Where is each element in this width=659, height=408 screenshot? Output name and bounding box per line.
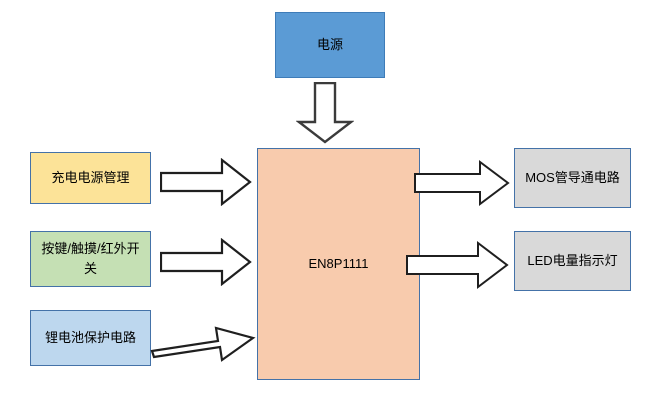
arrow-right-icon-mcu-to-led [406, 240, 510, 290]
block-mcu-label: EN8P1111 [308, 256, 369, 271]
arrow-right-icon-battery-to-mcu [150, 318, 256, 370]
block-power[interactable]: 电源 [275, 12, 385, 78]
block-charge-management[interactable]: 充电电源管理 [30, 152, 151, 204]
arrow-down-icon-power-to-mcu [295, 81, 355, 144]
block-power-label: 电源 [316, 37, 343, 52]
block-switch-input-label: 按键/触摸/红外开关 [41, 241, 140, 276]
block-mos-drive-label: MOS管导通电路 [525, 170, 620, 185]
arrow-right-icon-charge-to-mcu [159, 157, 252, 207]
block-battery-protection-label: 锂电池保护电路 [44, 330, 136, 345]
arrow-right-icon-switch-to-mcu [159, 237, 252, 287]
block-mcu[interactable]: EN8P1111 [257, 148, 420, 380]
block-led-indicator[interactable]: LED电量指示灯 [514, 231, 631, 291]
block-charge-management-label: 充电电源管理 [51, 170, 130, 185]
block-battery-protection[interactable]: 锂电池保护电路 [30, 310, 151, 366]
block-mos-drive[interactable]: MOS管导通电路 [514, 148, 631, 208]
arrow-right-icon-mcu-to-mos [414, 160, 510, 206]
block-switch-input[interactable]: 按键/触摸/红外开关 [30, 231, 151, 287]
block-led-indicator-label: LED电量指示灯 [527, 253, 618, 268]
